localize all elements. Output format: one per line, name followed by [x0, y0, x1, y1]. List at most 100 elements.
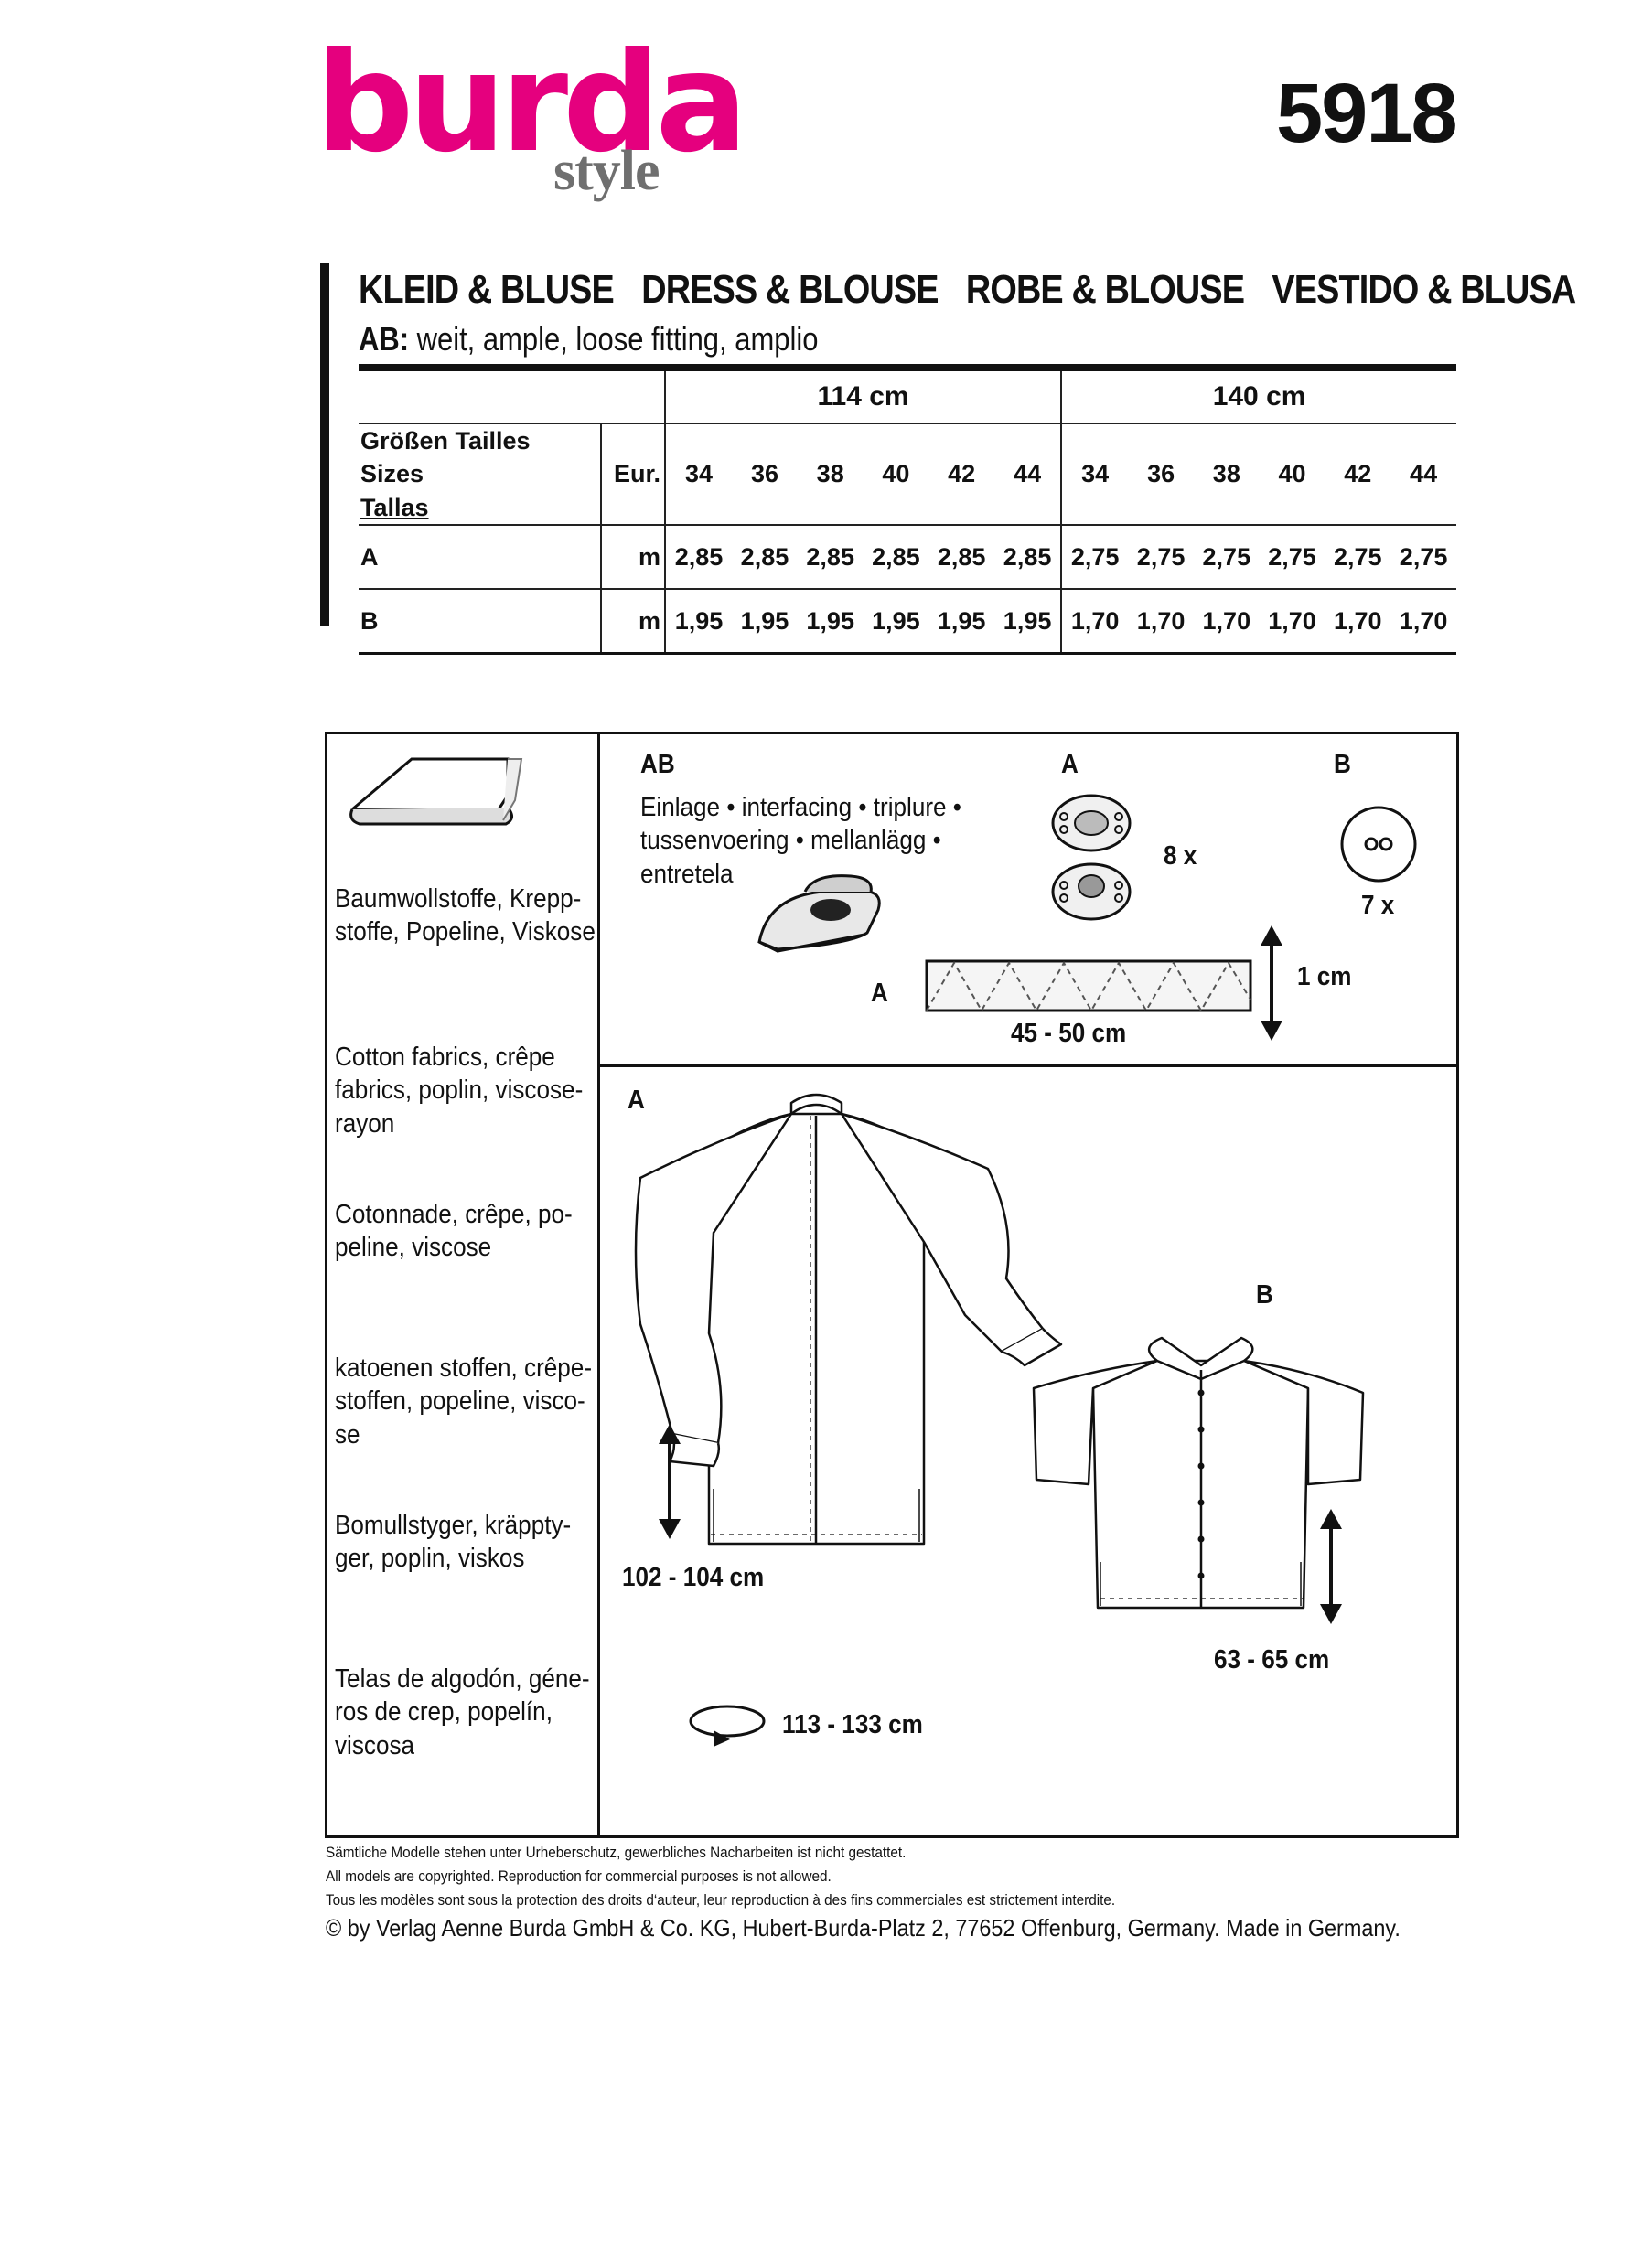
size-cell: 40: [1259, 422, 1325, 527]
dress-length-arrow-icon: [659, 1424, 681, 1539]
size-cell: 38: [1193, 422, 1260, 527]
view-label: B: [359, 588, 602, 655]
pattern-number: 5918: [1276, 67, 1458, 160]
fabric-line: ger, poplin, viskos: [335, 1544, 525, 1574]
fabric-line: Cotonnade, crêpe, po-: [335, 1200, 573, 1229]
button-icon: [1340, 806, 1417, 883]
fabric-bolt-icon: [349, 757, 523, 826]
interfacing-text: Einlage • interfacing • triplure •tussen…: [640, 791, 961, 891]
notions-ab-label: AB: [640, 750, 675, 779]
size-cell: 36: [1128, 422, 1194, 527]
table-row: B m 1,95 1,95 1,95 1,95 1,95 1,95 1,70 1…: [359, 588, 1456, 655]
fabric-list-nl: katoenen stoffen, crêpe-stoffen, popelin…: [335, 1352, 592, 1451]
title-fr: ROBE & BLOUSE: [965, 267, 1245, 312]
fabric-requirement-table: 114 cm 140 cm Größen Tailles Sizes Talla…: [359, 364, 1456, 656]
fabric-line: katoenen stoffen, crêpe-: [335, 1353, 593, 1383]
blouse-length: 63 - 65 cm: [1214, 1645, 1330, 1674]
fabric-line: stoffe, Popeline, Viskose: [335, 917, 596, 947]
fabric-line: ros de crep, popelín,: [335, 1697, 553, 1728]
fabric-list-de: Baumwollstoffe, Krepp-stoffe, Popeline, …: [335, 883, 596, 949]
tape-width-arrow-icon: [1261, 925, 1282, 1041]
size-cell: 44: [1390, 422, 1456, 527]
blouse-label: B: [1256, 1280, 1273, 1310]
sizes-row: Größen Tailles Sizes Tallas Eur. 34 36 3…: [359, 422, 1456, 527]
value-cell: 2,85: [797, 524, 864, 591]
fabric-line: fabrics, poplin, viscose-: [335, 1075, 584, 1106]
value-cell: 1,70: [1259, 588, 1325, 655]
value-cell: 2,85: [732, 524, 798, 591]
blouse-length-arrow-icon: [1320, 1509, 1342, 1624]
snap-fastener-icon: [1051, 794, 1132, 921]
snaps-label: A: [1061, 750, 1079, 779]
fit-text: weit, ample, loose fitting, amplio: [409, 320, 819, 358]
iron-icon: [757, 874, 881, 953]
value-cell: 1,70: [1193, 588, 1260, 655]
size-cell: 34: [1061, 422, 1129, 527]
value-cell: 1,70: [1128, 588, 1194, 655]
width-header-140: 140 cm: [1060, 367, 1456, 424]
size-cell: 44: [994, 422, 1063, 527]
title-side-bar: [320, 263, 329, 626]
value-cell: 1,95: [665, 588, 733, 655]
dress-label: A: [628, 1086, 645, 1115]
value-cell: 1,95: [863, 588, 929, 655]
value-cell: 2,85: [665, 524, 733, 591]
fabric-line: viscosa: [335, 1730, 415, 1760]
value-cell: 2,85: [994, 524, 1063, 591]
value-cell: 1,95: [732, 588, 798, 655]
title-de: KLEID & BLUSE: [359, 267, 615, 312]
interfacing-line: entretela: [640, 859, 734, 889]
sizes-label-cell: Größen Tailles Sizes Tallas: [359, 422, 602, 527]
dress-length: 102 - 104 cm: [622, 1563, 765, 1592]
fabric-list-sv: Bomullstyger, kräppty-ger, poplin, visko…: [335, 1509, 571, 1576]
fabric-line: peline, viscose: [335, 1233, 492, 1263]
fabric-line: se: [335, 1419, 360, 1450]
fit-label: AB:: [359, 320, 410, 358]
tape-width: 1 cm: [1297, 962, 1352, 991]
sizes-label: Größen Tailles Sizes: [360, 427, 531, 488]
brand-logo: burda: [316, 24, 748, 183]
value-cell: 1,95: [928, 588, 995, 655]
size-cell: 42: [1325, 422, 1391, 527]
eur-label: Eur.: [600, 422, 666, 527]
blouse-technical-drawing: [1032, 1336, 1365, 1610]
size-cell: 38: [797, 422, 864, 527]
tape-length: 45 - 50 cm: [1011, 1019, 1127, 1048]
tape-label: A: [871, 979, 888, 1008]
fabric-list-es: Telas de algodón, géne-ros de crep, pope…: [335, 1663, 590, 1762]
table-row: A m 2,85 2,85 2,85 2,85 2,85 2,85 2,75 2…: [359, 524, 1456, 591]
footer-note-fr: Tous les modèles sont sous la protection…: [326, 1891, 1116, 1909]
interfacing-line: tussenvoering • mellanlägg •: [640, 826, 941, 856]
sizes-label-es: Tallas: [360, 493, 429, 521]
footer-note-de: Sämtliche Modelle stehen unter Urhebersc…: [326, 1844, 907, 1861]
buttons-count: 7 x: [1361, 891, 1395, 920]
row-divider: [600, 1064, 1459, 1067]
garment-titles: KLEID & BLUSE DRESS & BLOUSE ROBE & BLOU…: [359, 267, 1594, 313]
value-cell: 2,75: [1390, 524, 1456, 591]
value-cell: 1,70: [1390, 588, 1456, 655]
buttons-label: B: [1334, 750, 1351, 779]
value-cell: 1,70: [1325, 588, 1391, 655]
footer-note-en: All models are copyrighted. Reproduction…: [326, 1867, 832, 1885]
value-cell: 1,95: [797, 588, 864, 655]
unit-label: m: [600, 588, 666, 655]
brand-logo-sub: style: [553, 140, 660, 202]
dress-technical-drawing: [634, 1093, 1063, 1546]
dress-width: 113 - 133 cm: [782, 1710, 923, 1739]
value-cell: 2,85: [863, 524, 929, 591]
size-cell: 34: [665, 422, 733, 527]
title-es: VESTIDO & BLUSA: [1272, 267, 1576, 312]
value-cell: 2,75: [1061, 524, 1129, 591]
size-cell: 40: [863, 422, 929, 527]
footer-copyright: © by Verlag Aenne Burda GmbH & Co. KG, H…: [326, 1914, 1401, 1942]
column-divider: [597, 732, 600, 1838]
notions-box: [325, 732, 1459, 1838]
fit-description: AB: weit, ample, loose fitting, amplio: [359, 320, 818, 358]
title-en: DRESS & BLOUSE: [641, 267, 939, 312]
size-cell: 42: [928, 422, 995, 527]
value-cell: 2,85: [928, 524, 995, 591]
width-header-114: 114 cm: [663, 367, 1063, 424]
snaps-count: 8 x: [1164, 841, 1197, 871]
value-cell: 2,75: [1325, 524, 1391, 591]
